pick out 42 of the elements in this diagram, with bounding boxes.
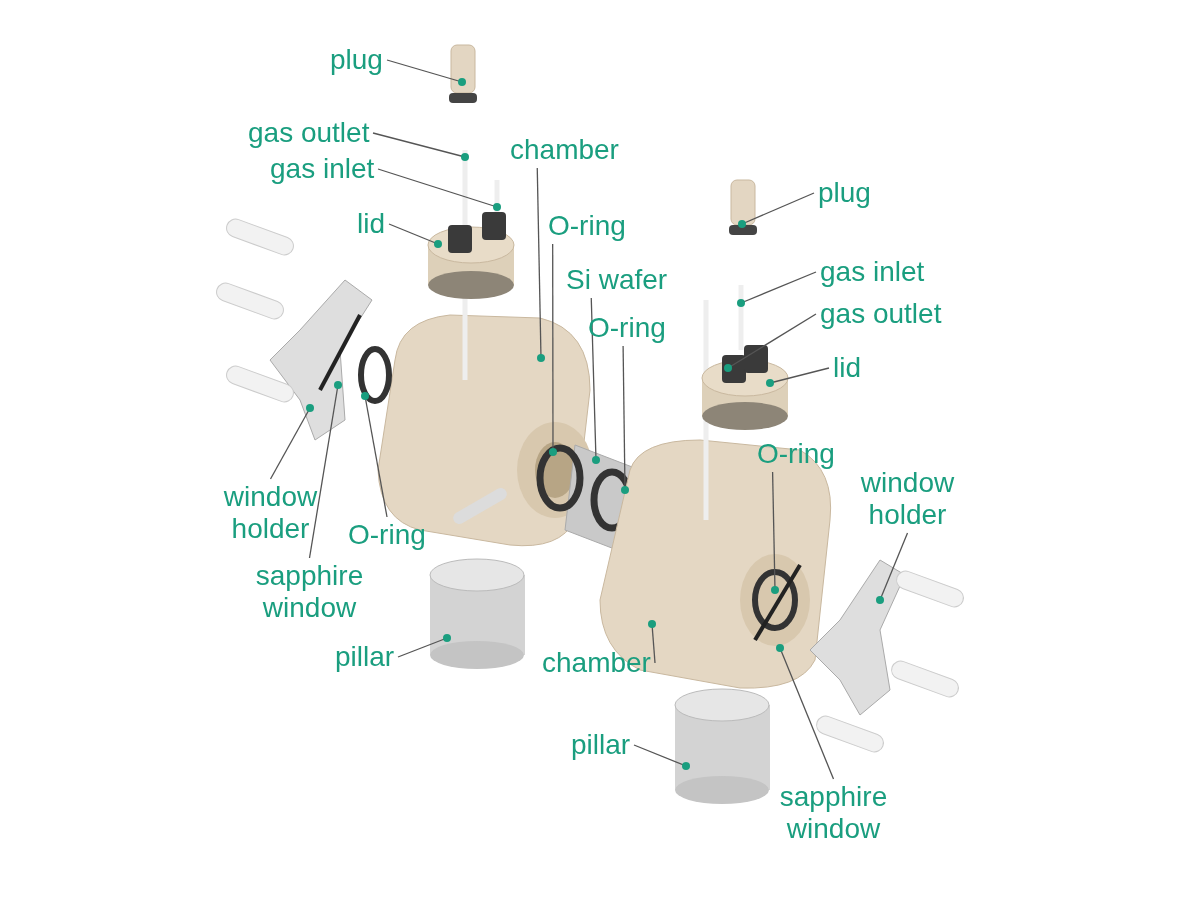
part-label: plug [818,177,871,209]
leader-line [386,59,466,86]
part-label: chamber [510,134,619,166]
leader-line [590,297,600,464]
part-label: chamber [542,647,651,679]
leader-line [397,634,451,658]
part-label: Si wafer [566,264,668,296]
leader-line [388,223,442,248]
leader-line [771,471,779,594]
part-label: gas inlet [270,153,375,185]
leader-line [876,532,909,604]
leader-line [549,243,557,456]
leader-line [308,381,342,559]
part-label: window holder [208,481,333,545]
leader-line [648,620,656,664]
part-label: O-ring [588,312,666,344]
part-label: pillar [335,641,395,673]
part-label: gas outlet [820,298,942,330]
leader-line [737,271,817,307]
leader-line [361,392,388,518]
leader-line [377,168,501,211]
part-label: sapphire window [766,781,901,845]
part-label: pillar [571,729,631,761]
part-label: O-ring [757,438,835,470]
part-label: O-ring [348,519,426,551]
leader-line [766,367,830,387]
leader-line [372,132,469,161]
part-label: lid [833,352,861,384]
part-label: gas outlet [248,117,370,149]
leader-line [724,313,817,372]
leader-line [738,192,815,228]
part-label: plug [330,44,383,76]
part-label: window holder [845,467,970,531]
part-label: O-ring [548,210,626,242]
leader-line [536,167,545,362]
part-label: lid [357,208,385,240]
leader-line [269,404,314,480]
leader-line [621,345,629,494]
part-label: gas inlet [820,256,925,288]
part-label: sapphire window [242,560,377,624]
leader-line [633,744,690,770]
leader-line [776,644,835,780]
